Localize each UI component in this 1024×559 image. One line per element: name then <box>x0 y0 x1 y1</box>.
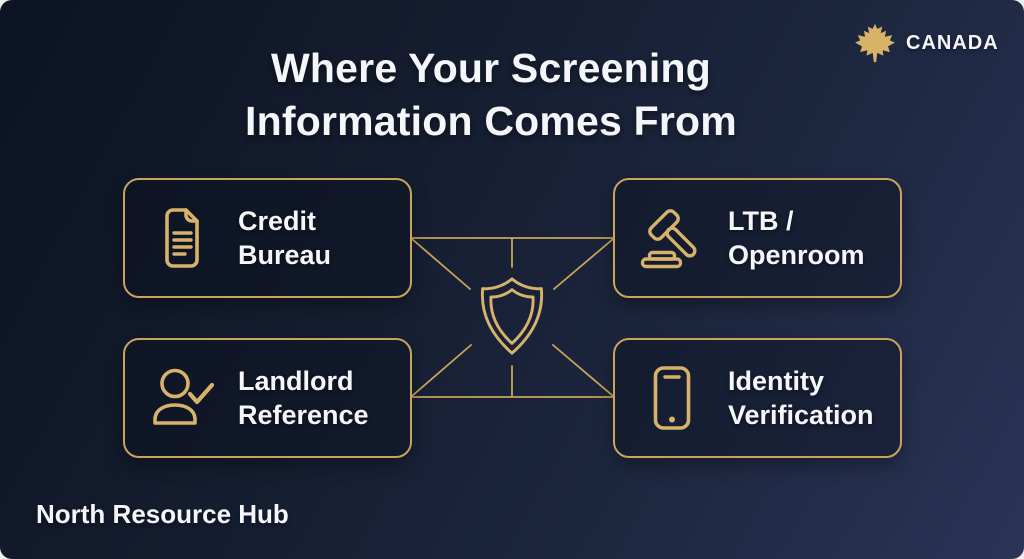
page-title: Where Your Screening Information Comes F… <box>0 42 982 148</box>
node-identity-verification: Identity Verification <box>613 338 902 458</box>
node-ltb-openroom: LTB / Openroom <box>613 178 902 298</box>
page-title-line2: Information Comes From <box>245 98 737 144</box>
document-icon <box>165 208 199 268</box>
shield-icon <box>480 277 544 355</box>
node-label: LTB / Openroom <box>728 206 865 270</box>
node-label: Landlord Reference <box>238 366 369 430</box>
gavel-icon <box>640 209 697 269</box>
node-label: Credit Bureau <box>238 206 332 270</box>
page-title-line1: Where Your Screening <box>271 45 711 91</box>
node-label: Identity Verification <box>728 366 874 430</box>
maple-leaf-icon <box>855 23 895 63</box>
brand-footer: North Resource Hub <box>36 499 289 529</box>
node-credit-bureau: Credit Bureau <box>123 178 412 298</box>
phone-icon <box>653 366 691 430</box>
canada-logo: CANADA <box>854 20 999 66</box>
node-landlord-reference: Landlord Reference <box>123 338 412 458</box>
canada-wordmark: CANADA <box>906 31 999 54</box>
person-check-icon <box>153 368 214 425</box>
